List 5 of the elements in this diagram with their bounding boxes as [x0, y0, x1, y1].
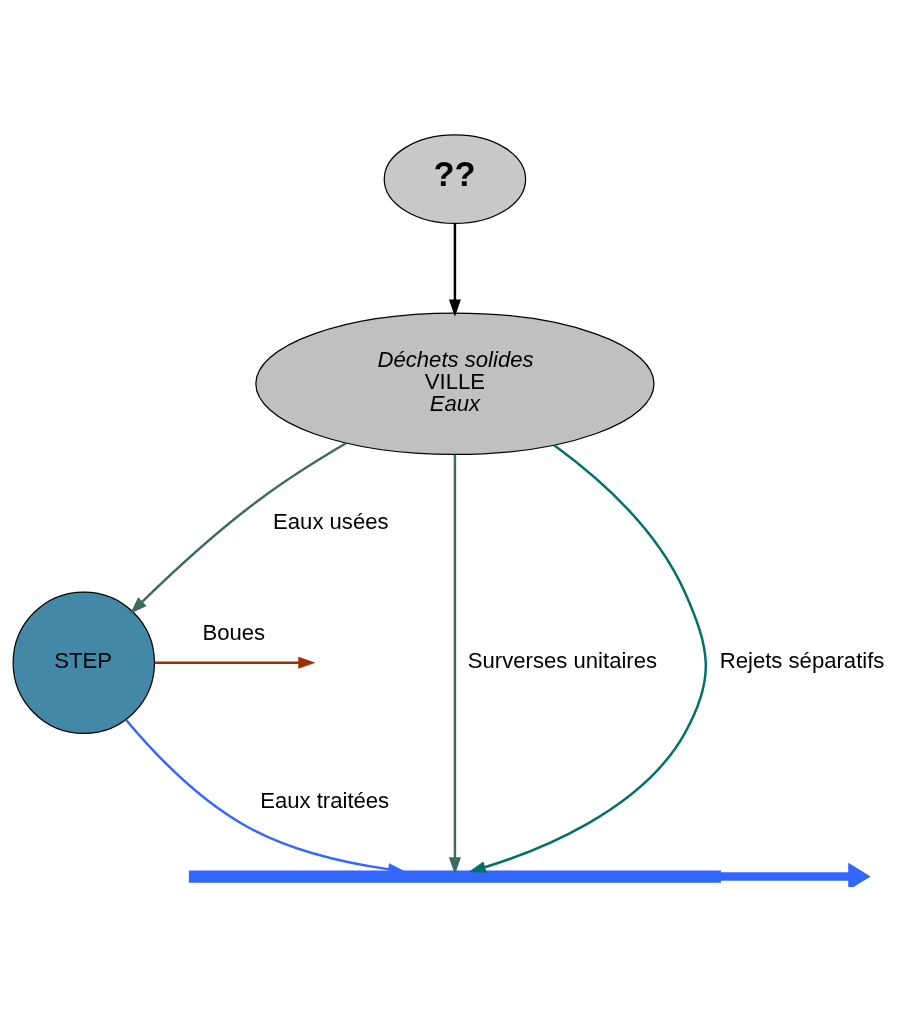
edge-label: Rejets séparatifs — [719, 647, 885, 673]
edge-label: Eaux usées — [273, 508, 389, 534]
edge-label: Boues — [202, 619, 266, 645]
edge-label: Surverses unitaires — [467, 647, 658, 673]
edge-label: Eaux traitées — [260, 787, 390, 813]
